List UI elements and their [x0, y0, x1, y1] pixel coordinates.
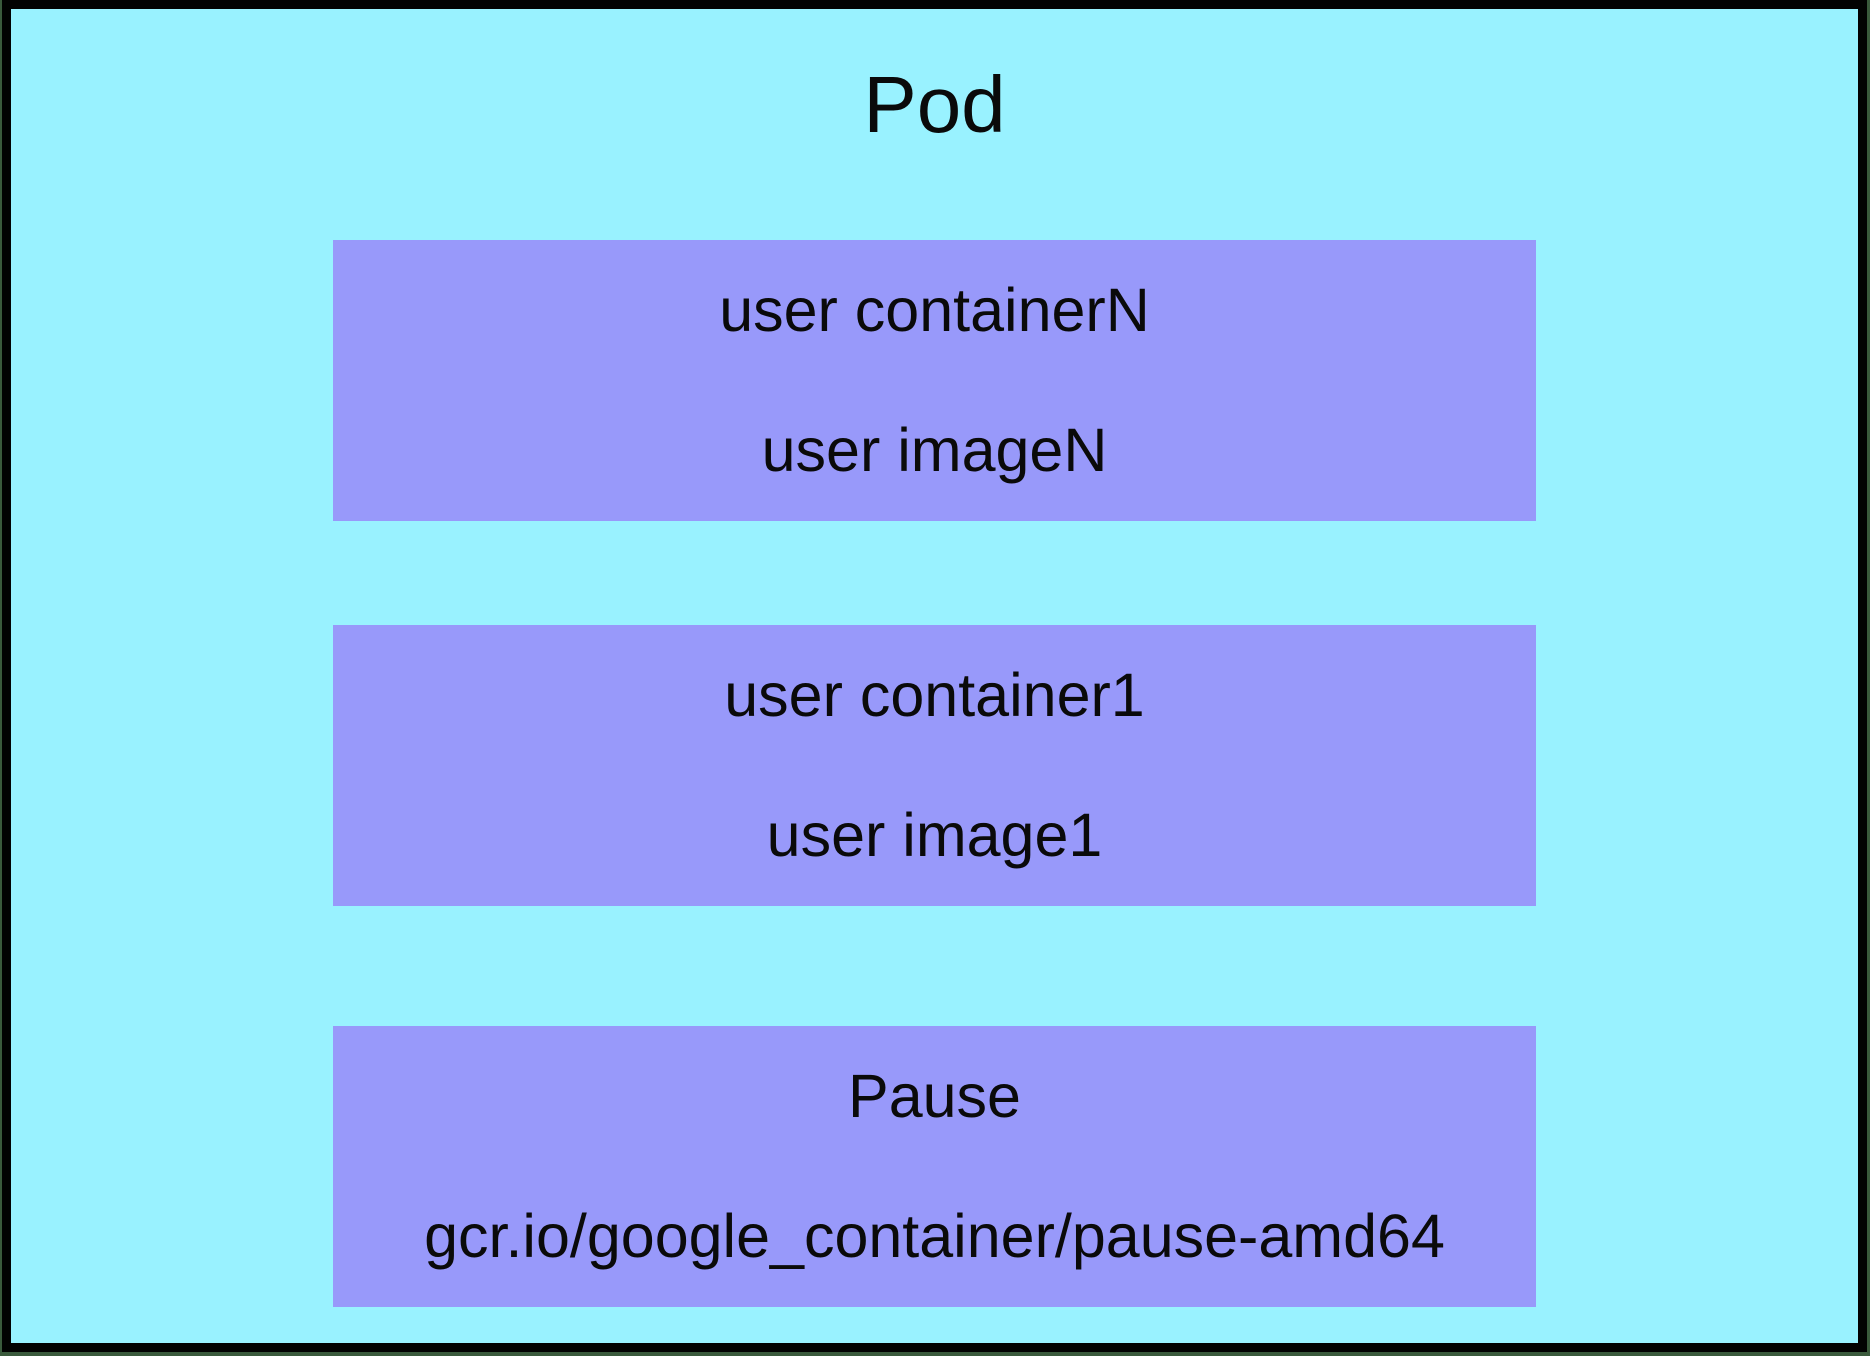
- pod-title: Pod: [863, 60, 1006, 149]
- container-box-user-1: user container1 user image1: [333, 625, 1536, 906]
- container-image-user-n: user imageN: [761, 416, 1108, 485]
- container-name-user-1: user container1: [724, 660, 1145, 729]
- container-name-user-n: user containerN: [719, 275, 1150, 344]
- container-image-user-1: user image1: [766, 801, 1103, 870]
- container-box-user-n: user containerN user imageN: [333, 240, 1536, 521]
- container-name-pause: Pause: [848, 1061, 1021, 1130]
- container-image-pause: gcr.io/google_container/pause-amd64: [424, 1202, 1445, 1271]
- container-box-pause: Pause gcr.io/google_container/pause-amd6…: [333, 1026, 1536, 1307]
